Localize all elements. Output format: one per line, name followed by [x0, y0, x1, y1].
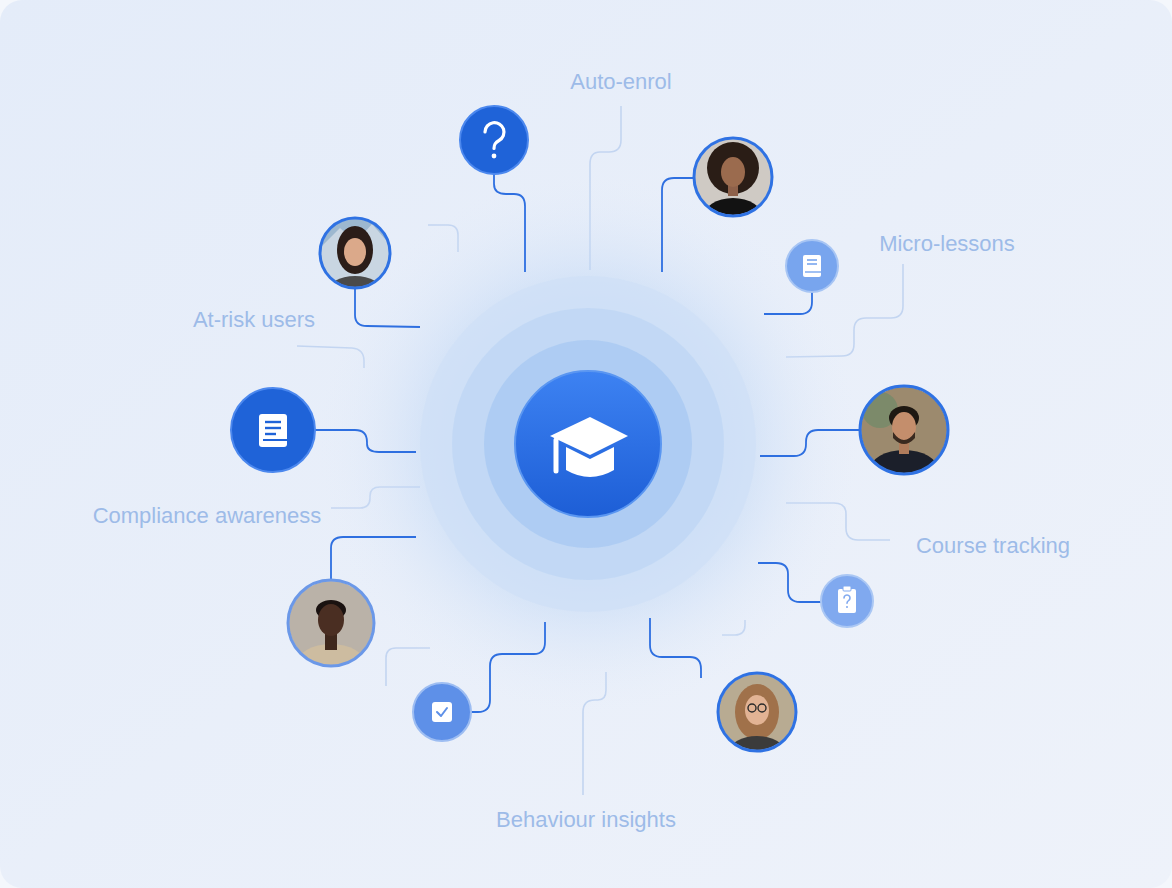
book-icon: [805, 271, 821, 272]
book-icon: [265, 427, 281, 429]
book-icon: [263, 439, 287, 441]
graduation-cap-icon: [554, 440, 559, 471]
avatar-photo: [858, 384, 950, 490]
quiz-clipboard-icon: [838, 589, 856, 613]
avatar-photo: [707, 142, 759, 194]
avatar-photo: [721, 157, 745, 187]
feature-label: Auto-enrol: [570, 69, 672, 95]
spoke-line: [494, 174, 525, 272]
leader-line: [297, 106, 903, 795]
book-icon: [259, 414, 287, 447]
spoke-line: [315, 174, 861, 712]
avatar-photo: [870, 450, 938, 490]
halo-ring: [484, 340, 692, 548]
avatar-photo: [717, 672, 797, 768]
quiz-clipboard-icon: [821, 575, 873, 627]
question-icon: [485, 123, 504, 149]
avatar-photo: [287, 579, 375, 684]
quiz-clipboard-icon: [844, 595, 850, 603]
book-icon: [807, 259, 817, 261]
halo-ring: [452, 308, 724, 580]
book-icon: [231, 388, 315, 472]
avatar-photo: [893, 432, 915, 444]
glow: [318, 174, 858, 714]
checkbox-icon: [413, 683, 471, 741]
book-icon: [265, 433, 276, 435]
checkbox-icon: [437, 708, 447, 716]
avatar-photo: [344, 238, 366, 266]
spoke-line: [355, 288, 420, 327]
question-icon: [460, 106, 528, 174]
avatar-photo: [758, 704, 766, 712]
graduation-cap-icon: [566, 447, 614, 477]
spoke-line: [760, 430, 861, 456]
checkbox-icon: [413, 683, 471, 741]
spoke-line: [662, 178, 695, 272]
centre-circle: [515, 371, 661, 517]
book-icon: [807, 263, 817, 265]
avatar-photo: [690, 134, 780, 238]
spoke-line: [650, 618, 701, 678]
book-icon: [803, 255, 821, 277]
checkbox-icon: [432, 702, 452, 722]
halo-ring: [420, 276, 756, 612]
graduation-cap-icon: [550, 417, 628, 477]
avatar-photo: [320, 218, 390, 288]
feature-label: Course tracking: [916, 533, 1070, 559]
avatar-photo: [735, 684, 779, 740]
avatar-photo: [745, 695, 769, 725]
spoke-line: [315, 430, 416, 452]
graduation-cap-icon: [550, 417, 628, 455]
avatar-photo: [717, 672, 797, 768]
book-icon: [786, 240, 838, 292]
quiz-clipboard-icon: [843, 586, 851, 591]
feature-label: Micro-lessons: [879, 231, 1015, 257]
avatar-photo: [318, 216, 393, 308]
avatar-photo: [694, 138, 772, 216]
spoke-line: [331, 537, 416, 580]
spoke-line: [471, 622, 545, 712]
avatar-photo: [318, 604, 344, 636]
avatar-photo: [718, 673, 796, 751]
book-icon: [231, 388, 315, 472]
avatar-photo: [337, 226, 373, 274]
avatar-photo: [858, 384, 950, 490]
avatar-photo: [318, 216, 393, 308]
feature-label: Compliance awareness: [93, 503, 322, 529]
question-icon: [492, 154, 497, 159]
spoke-line: [758, 563, 822, 602]
avatar-photo: [860, 386, 948, 474]
feature-label: Behaviour insights: [496, 807, 676, 833]
quiz-clipboard-icon: [846, 606, 848, 608]
avatar-photo: [287, 579, 375, 684]
book-icon: [786, 240, 838, 292]
spoke-line: [764, 292, 812, 314]
avatar-photo: [288, 580, 374, 666]
quiz-clipboard-icon: [821, 575, 873, 627]
avatar-photo: [703, 198, 763, 238]
feature-label: At-risk users: [193, 307, 315, 333]
question-icon: [460, 106, 528, 174]
book-icon: [265, 421, 281, 423]
avatar-photo: [748, 704, 756, 712]
avatar-photo: [690, 134, 780, 238]
